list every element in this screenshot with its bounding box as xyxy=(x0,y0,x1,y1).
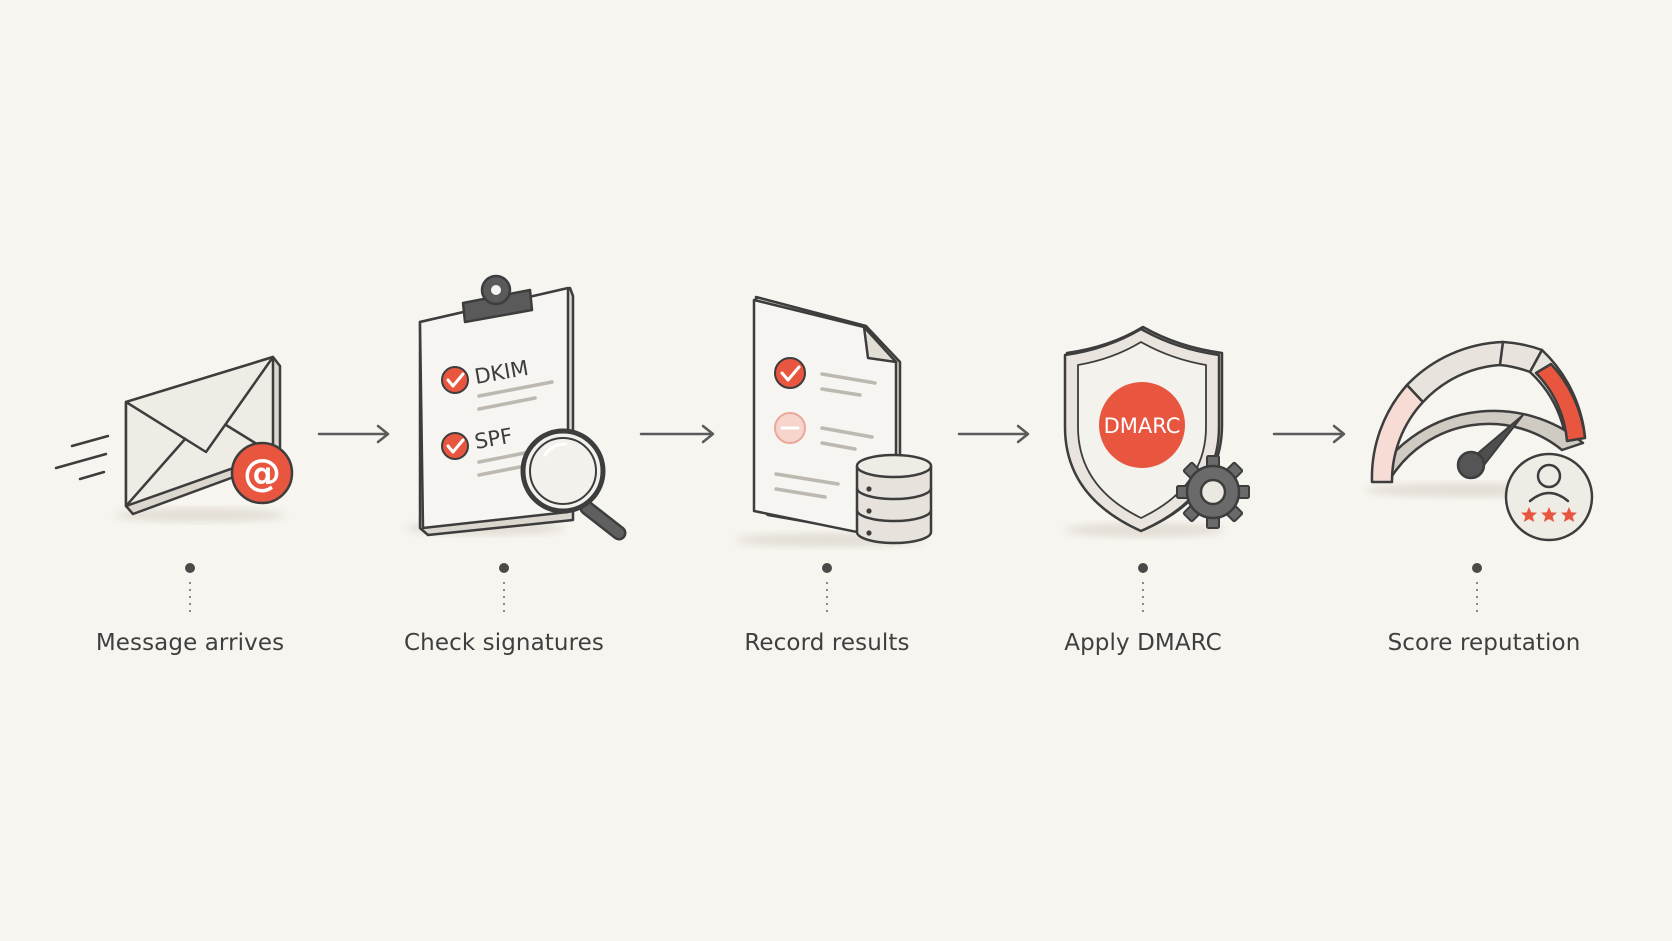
step-label-record-results: Record results xyxy=(744,630,910,656)
gauge-icon xyxy=(1365,340,1594,542)
document-icon xyxy=(735,295,933,547)
step-label-message-arrives: Message arrives xyxy=(95,630,285,656)
rating-stars-icon xyxy=(1521,507,1577,522)
step-label-check-signatures: Check signatures xyxy=(404,630,604,656)
gauge-needle xyxy=(1456,414,1524,480)
step-label-apply-dmarc: Apply DMARC xyxy=(1064,630,1222,656)
clip-icon xyxy=(461,274,534,324)
step-connector xyxy=(185,563,195,617)
dmarc-badge: DMARC xyxy=(1099,382,1185,468)
gear-icon xyxy=(1176,455,1250,529)
step-connector xyxy=(822,563,832,617)
envelope-icon: @ xyxy=(54,355,294,522)
flow-arrow xyxy=(957,424,1030,444)
motion-line xyxy=(70,434,110,448)
neutral-result-icon xyxy=(774,412,806,444)
check-icon xyxy=(774,357,806,389)
user-icon xyxy=(1528,463,1570,503)
motion-line xyxy=(78,470,106,481)
flow-arrow xyxy=(1272,424,1346,444)
clipboard-icon: DKIM SPF xyxy=(405,274,627,541)
flow-arrow xyxy=(317,424,390,444)
database-icon xyxy=(855,453,933,545)
motion-line xyxy=(54,452,108,470)
profile-badge xyxy=(1504,452,1594,542)
check-item-dkim: DKIM xyxy=(441,356,554,411)
step-connector xyxy=(499,563,509,617)
at-sign-icon: @ xyxy=(230,441,294,505)
magnifier-icon xyxy=(520,428,627,541)
svg-text:@: @ xyxy=(243,451,281,495)
dmarc-badge-label: DMARC xyxy=(1104,414,1181,438)
shield-icon: DMARC xyxy=(1063,325,1250,537)
flow-arrow xyxy=(639,424,715,444)
step-connector xyxy=(1472,563,1482,617)
step-label-score-reputation: Score reputation xyxy=(1387,630,1581,656)
step-connector xyxy=(1138,563,1148,617)
